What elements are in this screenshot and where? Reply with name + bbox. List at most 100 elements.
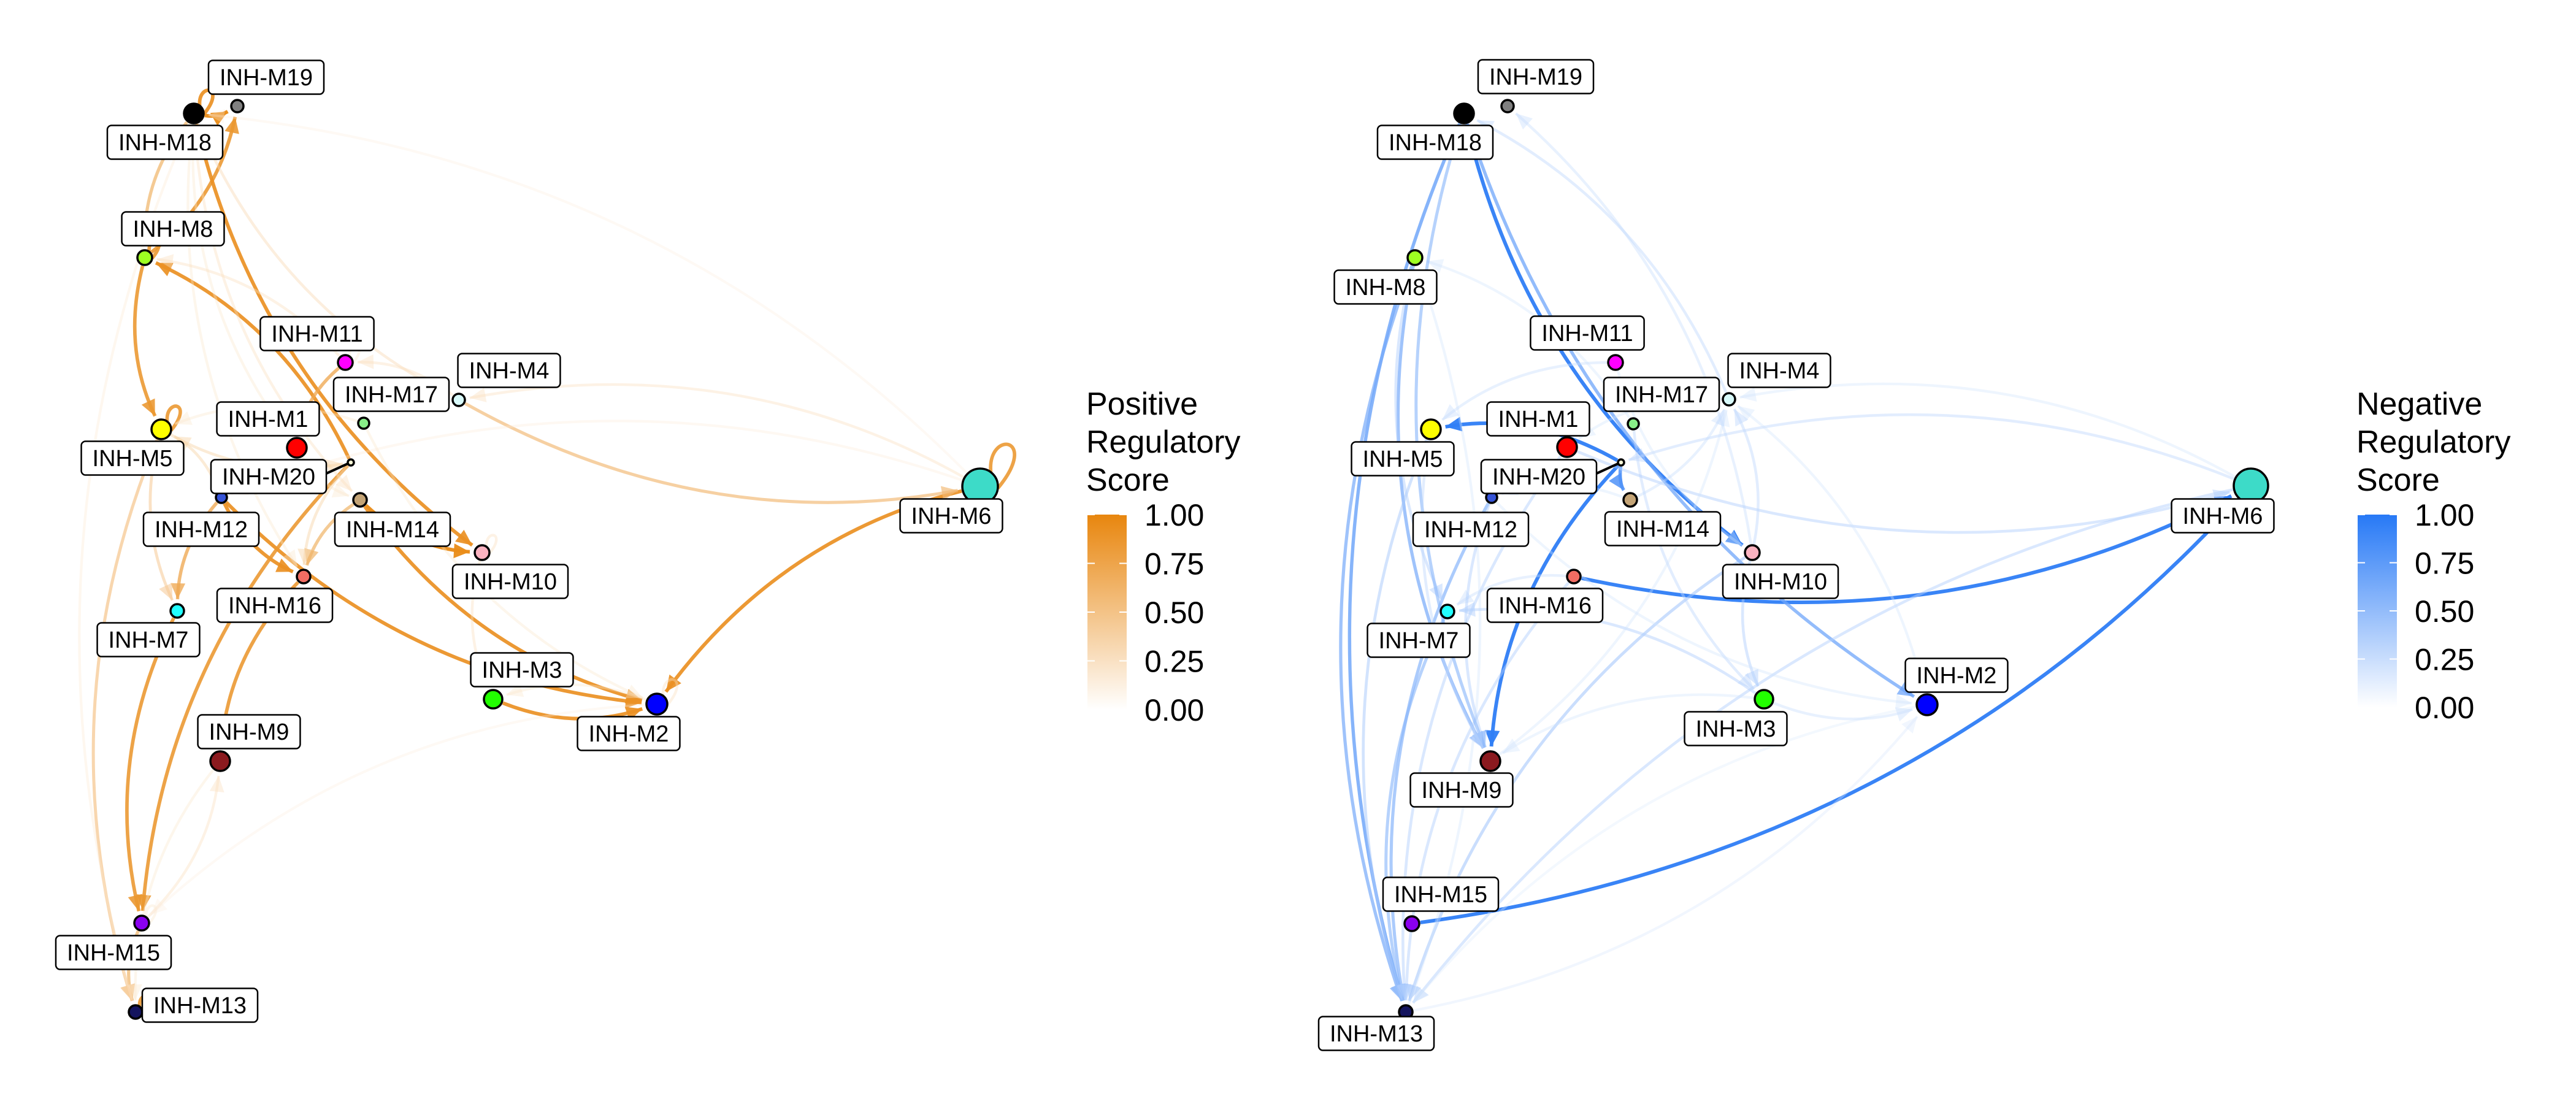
node-label-text: INH-M5 (93, 446, 173, 472)
node-label-inh-m4: INH-M4 (1727, 353, 1831, 388)
node-label-inh-m19: INH-M19 (1477, 59, 1595, 94)
edge-line (1576, 450, 2231, 534)
node-label-inh-m7: INH-M7 (96, 622, 201, 657)
positive-nodes-layer (128, 99, 999, 1020)
node-label-text: INH-M20 (1492, 464, 1585, 490)
node-inh-m13[interactable] (128, 1004, 144, 1020)
node-inh-m3[interactable] (483, 689, 504, 710)
edge-line (1636, 408, 1726, 498)
node-label-box (332, 377, 450, 412)
node-label-inh-m6: INH-M6 (2171, 498, 2275, 534)
node-inh-m15[interactable] (133, 914, 150, 932)
node-inh-m20[interactable] (347, 458, 355, 467)
node-label-inh-m20: INH-M20 (210, 459, 328, 494)
node-label-inh-m13: INH-M13 (1317, 1016, 1435, 1051)
node-inh-m14[interactable] (352, 492, 368, 508)
edge-arrowhead (275, 558, 293, 572)
node-label-inh-m8: INH-M8 (1333, 269, 1438, 305)
node-inh-m5[interactable] (150, 418, 172, 440)
edge (1632, 430, 1755, 691)
node-inh-m9[interactable] (209, 750, 231, 772)
node-label-box (1367, 623, 1471, 658)
node-inh-m5[interactable] (1420, 418, 1442, 440)
node-inh-m7[interactable] (169, 603, 185, 619)
legend-tick-label: 0.75 (1144, 547, 1204, 581)
edge (1476, 119, 1728, 393)
node-inh-m2[interactable] (645, 692, 669, 716)
node-label-inh-m3: INH-M3 (1684, 711, 1788, 746)
self-loop-edge (989, 442, 1016, 489)
node-label-text: INH-M13 (1330, 1021, 1423, 1047)
node-label-box (1486, 588, 1604, 623)
node-inh-m20[interactable] (1617, 458, 1625, 467)
edge-arrowhead (1396, 984, 1411, 1001)
edge-line (91, 439, 159, 1002)
node-label-box (121, 211, 225, 247)
edge-line (150, 703, 646, 916)
edge (661, 678, 679, 707)
node-inh-m18[interactable] (1453, 102, 1475, 125)
node-inh-m19[interactable] (230, 99, 245, 113)
edge-line (208, 113, 968, 474)
edge (464, 402, 959, 504)
self-loop-edge (661, 678, 679, 707)
node-inh-m1[interactable] (286, 437, 308, 459)
edge-line (1420, 440, 1484, 749)
edge-line (1495, 501, 1912, 705)
edge (1412, 705, 1916, 1004)
node-label-text: INH-M12 (1424, 517, 1517, 543)
node-inh-m19[interactable] (1500, 99, 1515, 113)
node-label-box (1409, 772, 1514, 808)
node-inh-m17[interactable] (357, 416, 370, 430)
edge-line (464, 402, 959, 504)
node-inh-m2[interactable] (1915, 693, 1939, 716)
node-label-inh-m17: INH-M17 (1603, 377, 1720, 412)
edge (1773, 702, 1913, 722)
node-inh-m4[interactable] (451, 393, 466, 407)
edge (1733, 408, 1760, 545)
node-inh-m8[interactable] (136, 249, 153, 266)
edge-line (1632, 430, 1755, 691)
legend-tick-marks (2358, 514, 2397, 708)
node-inh-m10[interactable] (1744, 544, 1761, 561)
node-inh-m9[interactable] (1479, 750, 1501, 772)
node-inh-m18[interactable] (183, 102, 205, 125)
node-inh-m11[interactable] (1607, 354, 1624, 371)
node-inh-m15[interactable] (1403, 915, 1420, 932)
node-inh-m8[interactable] (1406, 249, 1424, 266)
node-label-box (334, 512, 451, 547)
node-inh-m4[interactable] (1722, 392, 1736, 407)
node-inh-m11[interactable] (337, 354, 354, 371)
self-loop-edge (485, 534, 498, 554)
edge (125, 617, 175, 912)
node-inh-m17[interactable] (1627, 417, 1640, 431)
legend-tick-label: 0.50 (2415, 594, 2474, 629)
edge (1441, 361, 1608, 421)
negative-regulation-network: INH-M1INH-M2INH-M3INH-M4INH-M5INH-M6INH-… (1317, 59, 2510, 1051)
node-inh-m7[interactable] (1439, 604, 1455, 619)
node-inh-m3[interactable] (1754, 689, 1774, 710)
edge-line (502, 701, 643, 721)
node-label-text: INH-M11 (1541, 321, 1633, 347)
node-inh-m16[interactable] (1566, 569, 1582, 585)
edge-line (1408, 556, 1746, 1002)
edge (304, 503, 355, 566)
node-inh-m1[interactable] (1556, 436, 1578, 458)
edge-line (196, 123, 450, 396)
edge-arrowhead (150, 898, 167, 915)
node-label-text: INH-M11 (271, 321, 362, 347)
edge (1498, 409, 1730, 756)
node-label-inh-m10: INH-M10 (1722, 564, 1839, 599)
node-inh-m6[interactable] (2233, 467, 2269, 504)
node-label-inh-m5: INH-M5 (1351, 441, 1455, 477)
edge-arrowhead (304, 548, 319, 565)
edge-arrowhead (210, 111, 228, 126)
negative-edges-layer (1339, 112, 2237, 1012)
node-inh-m16[interactable] (296, 569, 312, 585)
edge (1420, 440, 1484, 749)
node-label-text: INH-M2 (1917, 663, 1997, 689)
edge (1495, 501, 1912, 709)
edge-line (1456, 573, 1566, 606)
node-inh-m10[interactable] (473, 544, 491, 561)
node-inh-m14[interactable] (1622, 492, 1638, 508)
